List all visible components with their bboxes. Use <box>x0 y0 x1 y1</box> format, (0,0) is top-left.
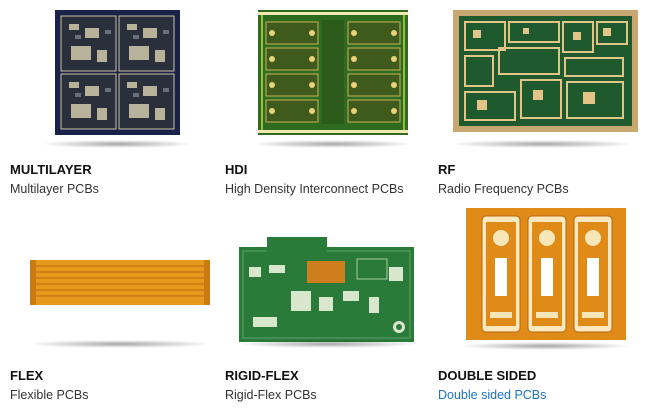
product-title: HDI <box>225 162 248 177</box>
product-title: MULTILAYER <box>10 162 92 177</box>
image-shadow <box>25 340 215 348</box>
image-shadow <box>235 340 420 348</box>
rf-pcb-image[interactable] <box>453 10 650 160</box>
product-title: RIGID-FLEX <box>225 368 299 383</box>
image-shadow <box>448 140 638 148</box>
double-sided-link[interactable]: Double sided PCBs <box>438 388 547 402</box>
image-shadow <box>40 140 195 148</box>
double-sided-pcb-image[interactable] <box>466 208 650 358</box>
rigid-flex-pcb-image[interactable] <box>239 237 439 387</box>
image-shadow <box>250 140 415 148</box>
product-title: RF <box>438 162 456 177</box>
product-subtitle: High Density Interconnect PCBs <box>225 182 404 196</box>
product-subtitle: Flexible PCBs <box>10 388 89 402</box>
product-subtitle: Radio Frequency PCBs <box>438 182 569 196</box>
product-subtitle: Rigid-Flex PCBs <box>225 388 317 402</box>
product-title: DOUBLE SIDED <box>438 368 537 383</box>
multilayer-pcb-image[interactable] <box>55 10 255 160</box>
flex-pcb-image[interactable] <box>30 260 230 410</box>
product-subtitle: Multilayer PCBs <box>10 182 99 196</box>
hdi-pcb-image[interactable] <box>258 10 458 160</box>
image-shadow <box>458 342 633 350</box>
product-title: FLEX <box>10 368 44 383</box>
